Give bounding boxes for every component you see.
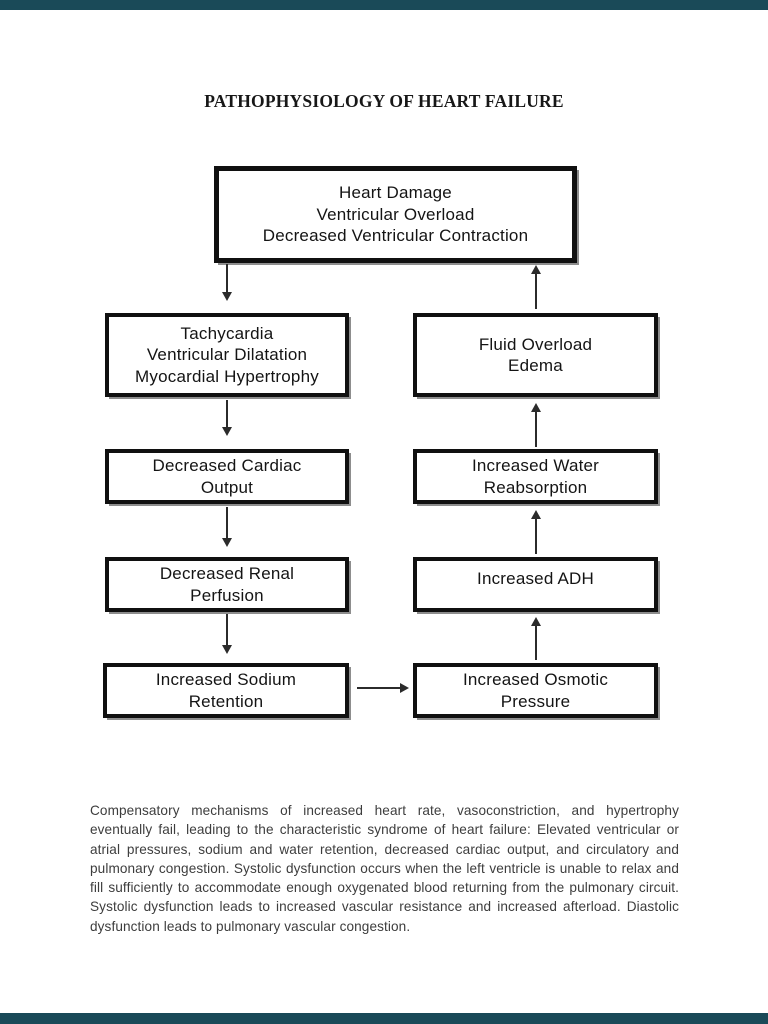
arrow-right-icon (357, 682, 409, 694)
arrow-up-icon (530, 510, 542, 554)
arrow-up-icon (530, 403, 542, 447)
flow-box-fluid-overload-edema-label: Fluid Overload Edema (478, 334, 593, 376)
flow-box-heart-damage-label: Heart Damage Ventricular Overload Decrea… (262, 183, 529, 246)
flow-box-heart-damage: Heart Damage Ventricular Overload Decrea… (214, 166, 577, 263)
arrow-down-icon (221, 507, 233, 547)
arrow-down-icon (221, 264, 233, 301)
flow-box-decreased-renal-perfusion-label: Decreased Renal Perfusion (159, 564, 295, 605)
summary-paragraph: Compensatory mechanisms of increased hea… (90, 803, 679, 934)
arrow-up-icon (530, 617, 542, 660)
page-title: PATHOPHYSIOLOGY OF HEART FAILURE (204, 91, 564, 111)
arrow-down-icon (221, 614, 233, 654)
flow-box-decreased-cardiac-output-label: Decreased Cardiac Output (152, 456, 302, 497)
viewer-bottom-bar (0, 1013, 768, 1024)
flow-box-increased-water-reabsorption: Increased Water Reabsorption (413, 449, 658, 504)
flow-box-compensatory-mechanisms: Tachycardia Ventricular Dilatation Myoca… (105, 313, 349, 397)
flow-box-increased-osmotic-pressure: Increased Osmotic Pressure (413, 663, 658, 718)
flow-box-increased-adh-label: Increased ADH (477, 569, 594, 588)
arrow-up-icon (530, 265, 542, 309)
flow-box-increased-sodium-retention: Increased Sodium Retention (103, 663, 349, 718)
flow-box-increased-adh: Increased ADH (413, 557, 658, 612)
flow-box-decreased-renal-perfusion: Decreased Renal Perfusion (105, 557, 349, 612)
flow-box-increased-water-reabsorption-label: Increased Water Reabsorption (471, 456, 600, 497)
flow-box-increased-osmotic-pressure-label: Increased Osmotic Pressure (462, 670, 609, 711)
flow-box-increased-sodium-retention-label: Increased Sodium Retention (155, 670, 297, 711)
flow-box-compensatory-mechanisms-label: Tachycardia Ventricular Dilatation Myoca… (135, 323, 319, 386)
viewer-top-bar (0, 0, 768, 10)
flow-box-decreased-cardiac-output: Decreased Cardiac Output (105, 449, 349, 504)
flow-box-fluid-overload-edema: Fluid Overload Edema (413, 313, 658, 397)
arrow-down-icon (221, 400, 233, 436)
